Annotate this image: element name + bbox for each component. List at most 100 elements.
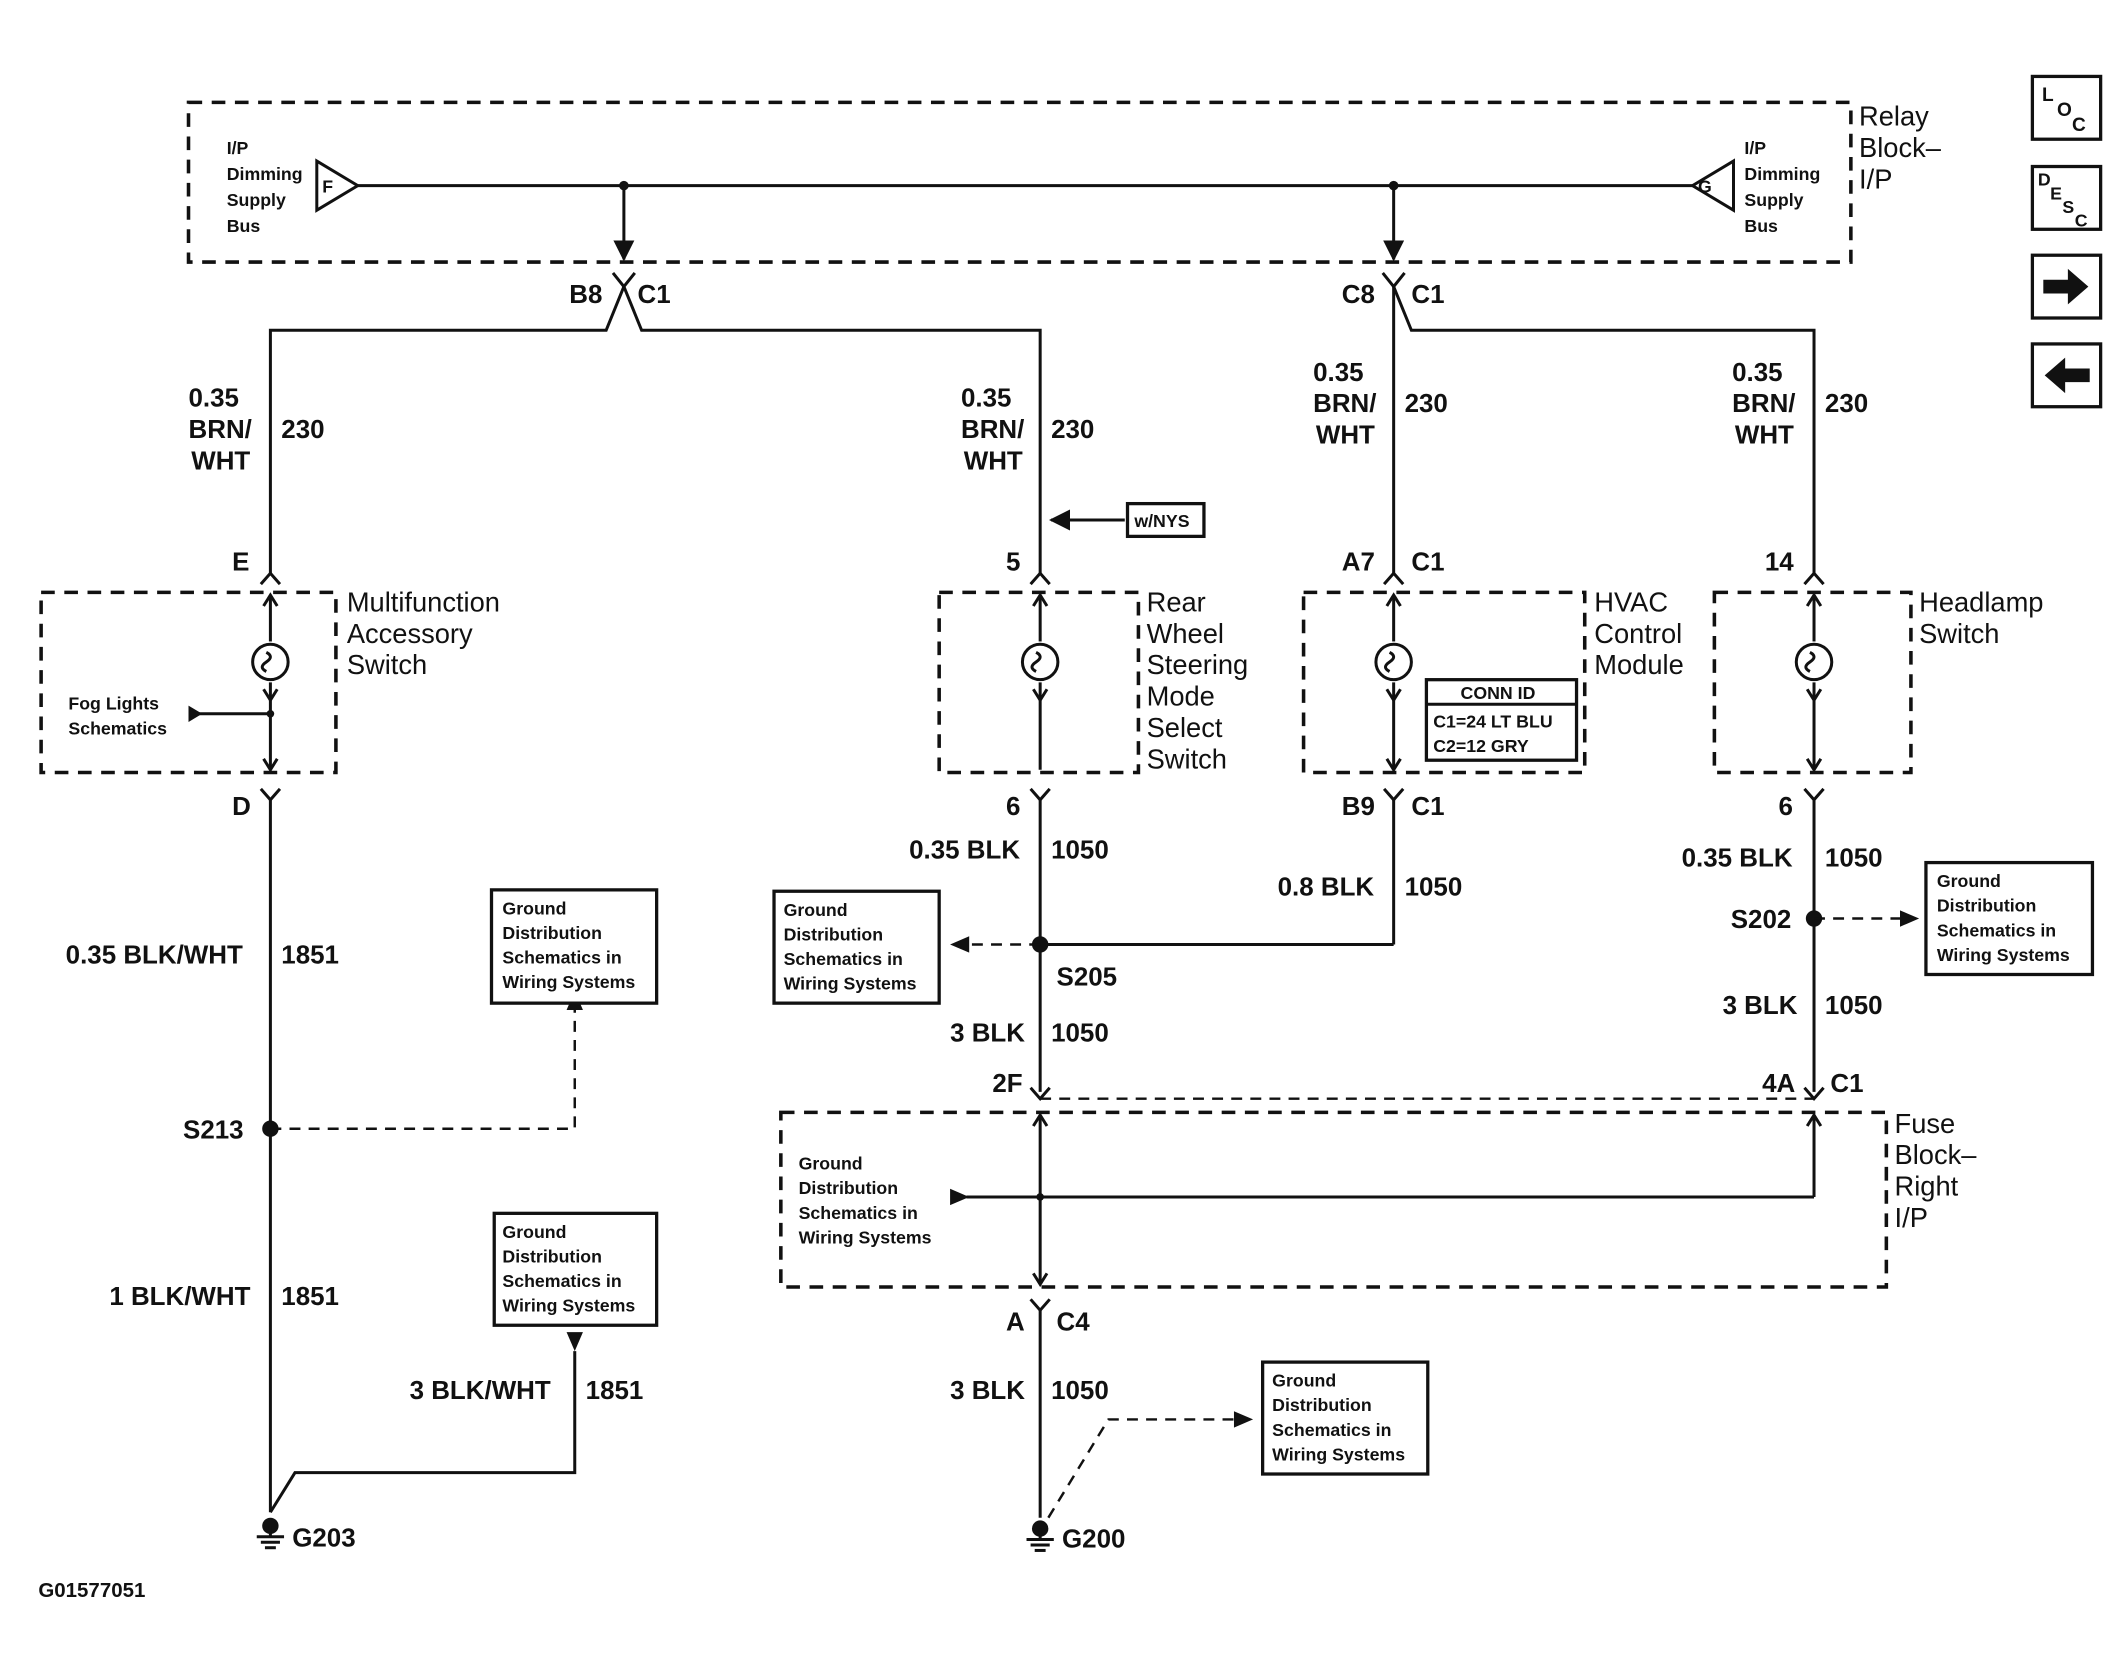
svg-text:BRN/: BRN/ — [189, 416, 252, 444]
arrow-right-icon — [2043, 268, 2089, 305]
wire-label-1851-c-circuit: 1851 — [586, 1377, 644, 1405]
previous-page-button[interactable] — [2030, 342, 2103, 409]
svg-text:Ground: Ground — [502, 1222, 566, 1242]
svg-text:Fuse: Fuse — [1895, 1108, 1956, 1139]
svg-text:Dimming: Dimming — [1744, 164, 1820, 184]
g203-ref-arrow — [566, 1332, 583, 1352]
description-button[interactable]: D E S C — [2030, 164, 2103, 231]
wire-label-1851-a: 0.35 BLK/WHT — [66, 942, 243, 970]
ground-ref-box-5: Ground Distribution Schematics in Wiring… — [1260, 1360, 1430, 1476]
pin-a7: A7 — [1342, 548, 1375, 576]
svg-text:L: L — [2042, 85, 2054, 106]
svg-text:Wiring Systems: Wiring Systems — [1272, 1444, 1405, 1464]
headlamp-internal — [1794, 592, 1834, 773]
wire-label-hl-3blk-circuit: 1050 — [1825, 992, 1883, 1020]
left-bus-connector-f: F — [315, 158, 361, 213]
figure-id: G01577051 — [38, 1579, 145, 1602]
svg-text:Schematics in: Schematics in — [502, 1271, 621, 1291]
chevron-14 — [1803, 570, 1825, 586]
svg-text:Steering: Steering — [1147, 649, 1249, 680]
multifunction-accessory-switch-label: Multifunction Accessory Switch — [347, 586, 500, 680]
fog-lights-arrow — [188, 705, 203, 722]
pin-6-hl: 6 — [1779, 793, 1793, 821]
svg-text:CONN ID: CONN ID — [1461, 683, 1536, 703]
svg-text:Mode: Mode — [1147, 681, 1215, 712]
svg-text:Schematics in: Schematics in — [784, 949, 903, 969]
chevron-a-c4 — [1029, 1298, 1051, 1313]
svg-text:C1: C1 — [638, 281, 671, 309]
location-button[interactable]: L O C — [2030, 74, 2103, 141]
svg-text:BRN/: BRN/ — [1313, 390, 1376, 418]
svg-text:C1=24 LT BLU: C1=24 LT BLU — [1433, 711, 1552, 731]
wire-label-hvac-230: 0.35 BRN/ WHT 230 — [1313, 359, 1448, 450]
next-page-button[interactable] — [2030, 253, 2103, 320]
svg-text:I/P: I/P — [227, 138, 249, 158]
svg-text:230: 230 — [1405, 390, 1448, 418]
splice-s205-label: S205 — [1057, 963, 1118, 991]
svg-text:Wiring Systems: Wiring Systems — [1937, 945, 2070, 965]
pin-a: A — [1006, 1309, 1025, 1337]
right-bus-connector-g: G — [1689, 158, 1735, 213]
wire-label-1851-b: 1 BLK/WHT — [109, 1283, 250, 1311]
s202-ref-arrow — [1900, 910, 1920, 927]
svg-text:BRN/: BRN/ — [961, 416, 1024, 444]
pin-2f: 2F — [992, 1070, 1022, 1098]
svg-text:G200: G200 — [1062, 1526, 1125, 1554]
svg-text:Schematics: Schematics — [68, 718, 167, 738]
svg-text:230: 230 — [1825, 390, 1868, 418]
svg-text:Wiring Systems: Wiring Systems — [799, 1227, 932, 1247]
chevron-e — [259, 570, 282, 586]
g200-ref-link — [1047, 1418, 1234, 1519]
s213-ground-ref-link — [270, 1009, 576, 1130]
pin-6-rws: 6 — [1006, 793, 1020, 821]
fuse-block-right-ip-label: Fuse Block– Right I/P — [1895, 1108, 1978, 1233]
svg-text:Wheel: Wheel — [1147, 618, 1224, 649]
svg-text:WHT: WHT — [1316, 422, 1375, 450]
pin-5: 5 — [1006, 548, 1020, 576]
svg-text:Right: Right — [1895, 1171, 1959, 1202]
svg-text:Block–: Block– — [1895, 1139, 1978, 1170]
pin-b9-c1: C1 — [1411, 793, 1444, 821]
wire-230-headlamp — [1392, 286, 1816, 574]
svg-text:C2=12 GRY: C2=12 GRY — [1433, 736, 1529, 756]
wire-label-rws-1050: 0.35 BLK — [909, 836, 1020, 864]
svg-text:Dimming: Dimming — [227, 164, 303, 184]
svg-text:Ground: Ground — [1272, 1371, 1336, 1391]
svg-text:Distribution: Distribution — [1937, 896, 2036, 916]
rws-internal — [1020, 592, 1060, 770]
wire-230-rws — [622, 286, 1042, 574]
svg-text:C: C — [2072, 115, 2086, 136]
pin-14: 14 — [1765, 548, 1794, 576]
svg-text:WHT: WHT — [1735, 422, 1794, 450]
svg-text:Switch: Switch — [1147, 743, 1227, 774]
left-dimming-bus-label: I/P Dimming Supply Bus — [227, 138, 303, 236]
chevron-5 — [1029, 570, 1051, 586]
svg-text:Relay: Relay — [1859, 101, 1929, 132]
chevron-6-hl — [1803, 787, 1825, 803]
svg-text:0.35: 0.35 — [189, 385, 239, 413]
svg-text:0.35: 0.35 — [961, 385, 1011, 413]
headlamp-switch-label: Headlamp Switch — [1919, 586, 2043, 648]
relay-block-outline — [186, 100, 1853, 264]
pin-a7-c1: C1 — [1411, 548, 1444, 576]
svg-text:Switch: Switch — [1919, 618, 1999, 649]
option-tag: w/NYS — [1133, 511, 1189, 531]
option-tag-box — [1125, 501, 1206, 539]
svg-text:Select: Select — [1147, 712, 1223, 743]
svg-text:Distribution: Distribution — [1272, 1395, 1372, 1415]
wire-label-mfa-230: 0.35 BRN/ WHT 230 — [189, 385, 325, 476]
hvac-control-module-box — [1301, 590, 1587, 775]
svg-text:230: 230 — [281, 416, 324, 444]
wire-label-rws-1050-circuit: 1050 — [1051, 836, 1109, 864]
fuse-block-right-ip-box — [779, 1110, 1889, 1289]
svg-text:Control: Control — [1594, 618, 1682, 649]
chevron-6-rws — [1029, 787, 1051, 803]
hvac-control-module-label: HVAC Control Module — [1594, 586, 1683, 680]
wire-label-headlamp-230: 0.35 BRN/ WHT 230 — [1732, 359, 1868, 450]
wire-230-mfa — [268, 286, 626, 574]
svg-text:Accessory: Accessory — [347, 618, 473, 649]
svg-text:Schematics in: Schematics in — [1272, 1420, 1391, 1440]
svg-text:Rear: Rear — [1147, 586, 1206, 617]
svg-text:Wiring Systems: Wiring Systems — [502, 1296, 635, 1316]
svg-text:Ground: Ground — [502, 898, 566, 918]
